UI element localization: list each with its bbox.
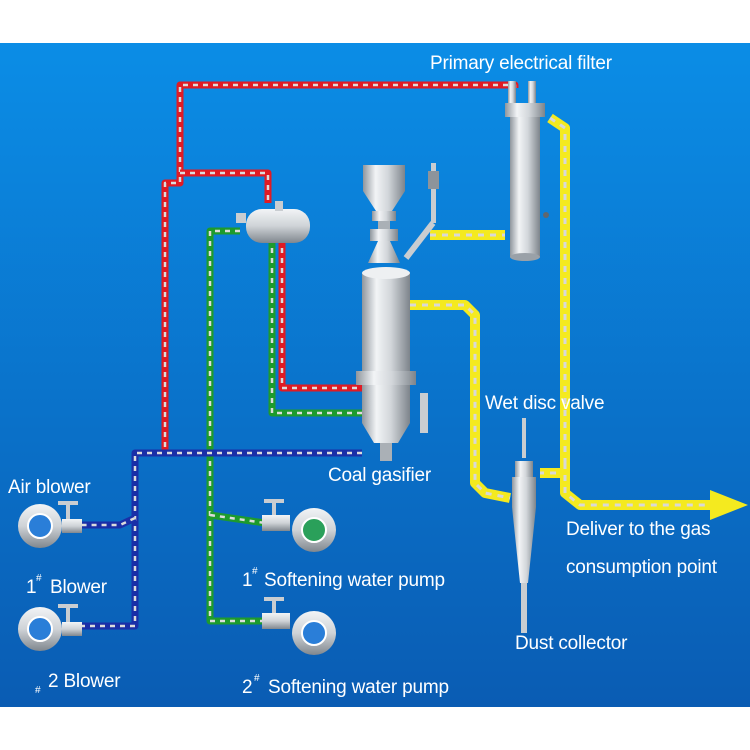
coal-gasifier <box>356 267 428 461</box>
dust-collector <box>512 418 536 633</box>
label-blower1-num: 1 <box>26 577 37 598</box>
blower-1 <box>18 501 82 548</box>
red-pipe-inner <box>180 169 272 203</box>
label-primary-filter: Primary electrical filter <box>430 53 612 74</box>
yellow-pipe-deliver-dash <box>563 463 712 507</box>
label-pump2-sharp: # <box>254 673 260 684</box>
label-dust-collector: Dust collector <box>515 633 628 654</box>
gas-pipes <box>410 113 748 520</box>
blue-pipe-blower1-dash <box>80 516 136 527</box>
label-blower2: 2 Blower <box>48 671 121 692</box>
green-pipe-pump1 <box>209 511 266 527</box>
label-pump1-num: 1 <box>242 570 253 591</box>
label-blower1-sharp: # <box>36 573 42 584</box>
softening-pump-2 <box>262 597 336 655</box>
yellow-pipe-filter-out-dash <box>540 116 567 475</box>
label-wet-disc-valve: Wet disc valve <box>485 393 605 414</box>
primary-electrical-filter <box>505 81 549 261</box>
red-pipe-to-gasifier-dash <box>280 238 362 390</box>
green-pipe-gasifier-dash <box>270 238 362 415</box>
blue-pipe-dash <box>80 451 362 628</box>
label-blower1: Blower <box>50 577 107 598</box>
label-coal-gasifier: Coal gasifier <box>328 465 432 486</box>
deliver-arrow <box>710 490 748 520</box>
process-diagram: Primary electrical filter Wet disc valve… <box>0 43 750 707</box>
softening-pump-1 <box>262 499 336 552</box>
water-pipes <box>206 227 362 625</box>
process-diagram-svg <box>0 43 750 707</box>
label-pump1-sharp: # <box>252 566 258 577</box>
coal-hopper <box>363 163 439 263</box>
label-softening-pump1: Softening water pump <box>264 570 445 591</box>
yellow-pipe-gasifier-out-dash <box>410 303 511 500</box>
label-softening-pump2: Softening water pump <box>268 677 449 698</box>
label-blower2-sharp: # <box>35 685 41 696</box>
steam-drum <box>236 201 310 243</box>
label-air-blower: Air blower <box>8 477 91 498</box>
label-pump2-num: 2 <box>242 677 253 698</box>
blower-pipes <box>80 449 362 630</box>
label-deliver-line2: consumption point <box>566 557 717 578</box>
green-pipe-main-dash <box>208 229 265 623</box>
label-deliver-line1: Deliver to the gas <box>566 519 711 540</box>
blower-2 <box>18 604 82 651</box>
